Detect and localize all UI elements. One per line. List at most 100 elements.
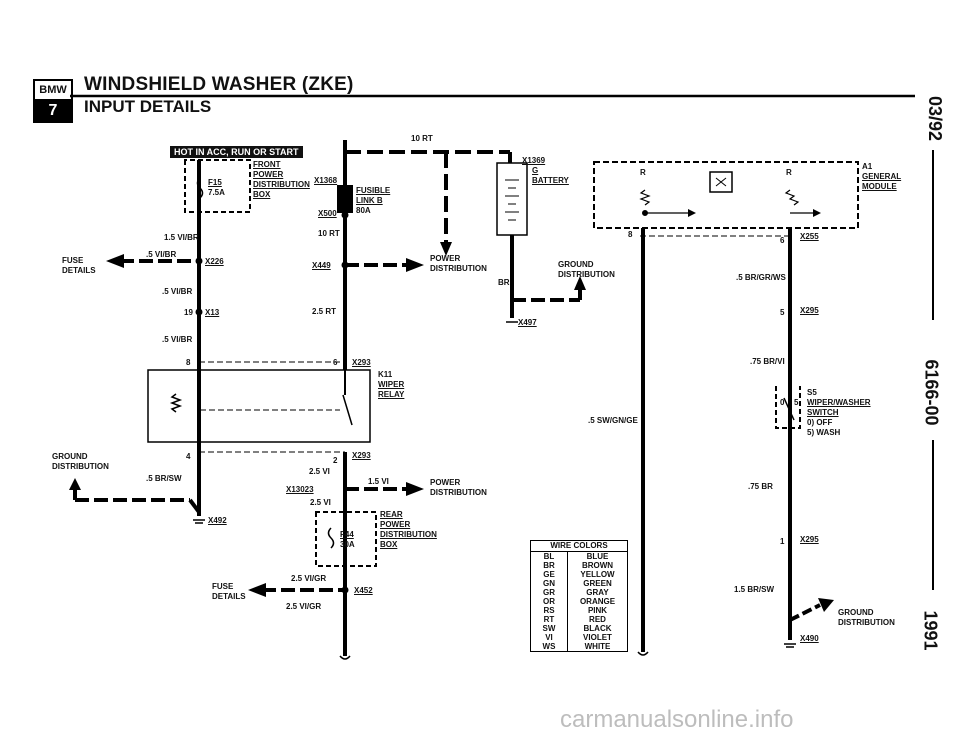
label-x490: X490 [800, 634, 819, 643]
wire-color-name: PINK [587, 606, 608, 615]
module-chip-icon [709, 171, 733, 193]
rear-power-box [315, 511, 377, 567]
label-s5-pin5: 5 [794, 398, 799, 407]
label-module: MODULE [862, 182, 897, 191]
page-title: WINDSHIELD WASHER (ZKE) [84, 74, 354, 95]
label-fuse-b: FUSE [212, 582, 234, 591]
fuse-details-arrow [106, 254, 124, 268]
label-k11: K11 [378, 370, 393, 379]
label-x226: X226 [205, 257, 224, 266]
label-distribution-1: DISTRIBUTION [430, 264, 487, 273]
label-x1368: X1368 [314, 176, 338, 185]
label-1-5-vi: 1.5 VI [368, 477, 389, 486]
label-link-b: LINK B [356, 196, 383, 205]
label-5-vi-br-a: .5 VI/BR [146, 250, 177, 259]
a1-general-module [593, 161, 859, 229]
label-relay: RELAY [378, 390, 405, 399]
label-power: POWER [253, 170, 284, 179]
label-details-b: DETAILS [212, 592, 246, 601]
k11-relay-box [147, 369, 371, 443]
label-r-left: R [640, 168, 646, 177]
label-80a: 80A [356, 206, 371, 215]
label-pin6-a: 6 [333, 358, 338, 367]
label-5-vi-br-c: .5 VI/BR [162, 335, 193, 344]
wire-color-name: BLACK [583, 624, 612, 633]
wire-color-name: GRAY [586, 588, 609, 597]
label-fuse: FUSE [62, 256, 84, 265]
side-date: 03/92 [925, 95, 946, 142]
label-x449: X449 [312, 261, 331, 270]
label-2-5-vi-gr-a: 2.5 VI/GR [291, 574, 327, 583]
label-s5: S5 [807, 388, 817, 397]
wire-color-code: GR [531, 588, 568, 597]
label-x13: X13 [205, 308, 220, 317]
wire-color-row: BR BROWN [531, 561, 627, 570]
label-rear-box: BOX [380, 540, 398, 549]
label-10rt-top: 10 RT [411, 134, 433, 143]
label-f15-amp: 7.5A [208, 188, 225, 197]
front-power-box [184, 159, 251, 213]
label-ground-dist-2: DISTRIBUTION [52, 462, 109, 471]
label-x1369: X1369 [522, 156, 546, 165]
label-pin6-b: 6 [780, 236, 785, 245]
label-x497: X497 [518, 318, 537, 327]
label-distribution: DISTRIBUTION [253, 180, 310, 189]
label-wiper-washer: WIPER/WASHER [807, 398, 871, 407]
label-x452: X452 [354, 586, 373, 595]
label-ground-dist-3: DISTRIBUTION [838, 618, 895, 627]
label-power-2: POWER [430, 478, 461, 487]
battery-symbol [496, 162, 528, 236]
label-5-br-gr-ws: .5 BR/GR/WS [736, 273, 786, 282]
watermark: carmanualsonline.info [560, 706, 794, 733]
label-x500: X500 [318, 209, 337, 218]
label-pin4: 4 [186, 452, 191, 461]
wire-color-code: RS [531, 606, 568, 615]
wire-color-name: WHITE [584, 642, 611, 651]
label-off: 0) OFF [807, 418, 833, 427]
wire-color-name: ORANGE [579, 597, 616, 606]
label-general: GENERAL [862, 172, 902, 181]
label-2-5-vi-b: 2.5 VI [310, 498, 331, 507]
fuse-f44-icon [327, 527, 335, 549]
label-rear: REAR [380, 510, 403, 519]
label-details: DETAILS [62, 266, 96, 275]
label-ground-3: GROUND [838, 608, 874, 617]
label-box: BOX [253, 190, 271, 199]
label-x295-a: X295 [800, 306, 819, 315]
wire-color-code: GE [531, 570, 568, 579]
label-ground-1: GROUND [558, 260, 594, 269]
wire-color-code: SW [531, 624, 568, 633]
logo-number: 7 [48, 102, 58, 119]
label-1-5-vi-br: 1.5 VI/BR [164, 233, 199, 242]
label-ground-2: GROUND [52, 452, 88, 461]
label-f15: F15 [208, 178, 222, 187]
label-x492: X492 [208, 516, 227, 525]
wire-color-row: SW BLACK [531, 624, 627, 633]
logo-brand: BMW [35, 81, 71, 101]
wire-colors-title: WIRE COLORS [531, 541, 627, 552]
label-x293-b: X293 [352, 451, 371, 460]
label-distribution-2: DISTRIBUTION [430, 488, 487, 497]
label-rear-distribution: DISTRIBUTION [380, 530, 437, 539]
wire-color-code: GN [531, 579, 568, 588]
wire-color-code: RT [531, 615, 568, 624]
bmw-7-logo: BMW 7 [33, 79, 73, 123]
page-subtitle: INPUT DETAILS [84, 97, 212, 116]
label-pin8-a: 8 [186, 358, 191, 367]
wire-color-name: VIOLET [583, 633, 612, 642]
label-x13023: X13023 [286, 485, 314, 494]
label-1-5-br-sw: 1.5 BR/SW [734, 585, 775, 594]
label-br: BR [498, 278, 510, 287]
label-switch: SWITCH [807, 408, 839, 417]
relay-coil-icon [169, 393, 183, 413]
label-battery: BATTERY [532, 176, 569, 185]
power-distribution-arrow-2 [406, 482, 424, 496]
label-g1: G [532, 166, 539, 175]
label-5-sw-gn-ge: .5 SW/GN/GE [588, 416, 638, 425]
wire-color-name: BROWN [581, 561, 614, 570]
wire-color-code: BR [531, 561, 568, 570]
label-x295-b: X295 [800, 535, 819, 544]
